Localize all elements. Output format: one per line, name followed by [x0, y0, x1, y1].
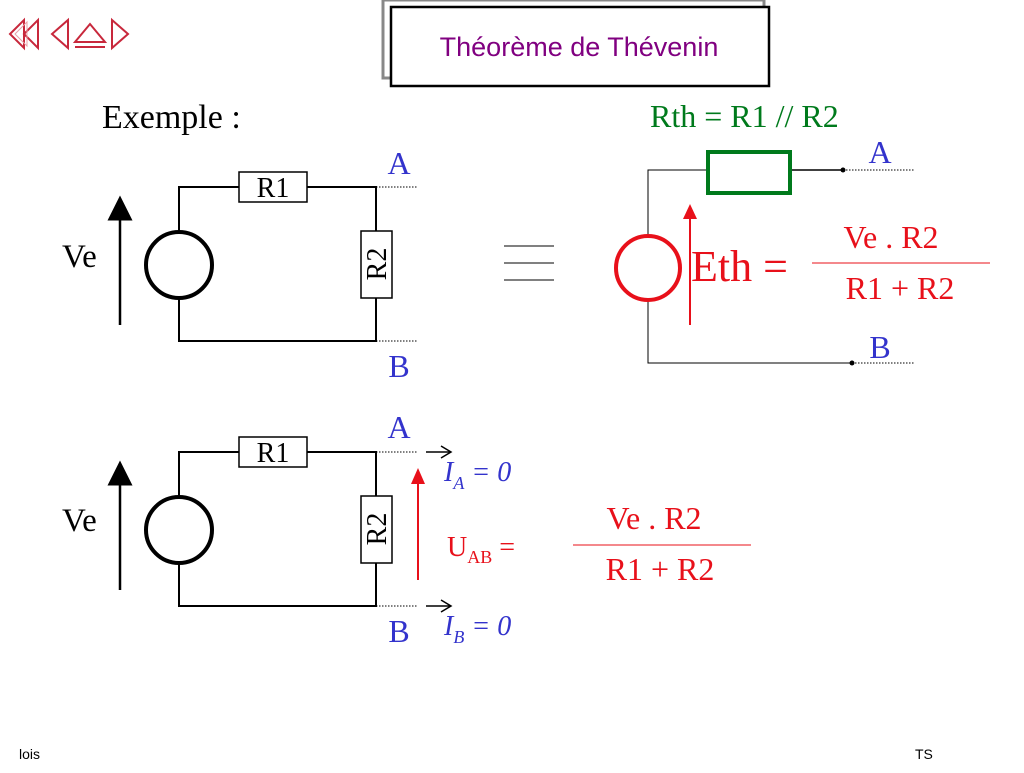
current-arrow-a: [426, 445, 453, 459]
ia-equation: IA = 0: [443, 457, 511, 493]
left-triangle-icon: [50, 17, 69, 51]
example-label: Exemple :: [102, 99, 241, 136]
terminal-a: A: [387, 145, 410, 181]
thevenin-source-icon: [614, 234, 682, 302]
r2-label: R2: [362, 248, 393, 281]
uab-lhs: UAB =: [447, 532, 515, 567]
resistor-r2: [360, 230, 393, 299]
r2-label-bottom: R2: [362, 513, 393, 546]
r1-label: R1: [257, 173, 290, 204]
title-box: Théorème de Thévenin: [381, 0, 771, 88]
eth-denominator: R1 + R2: [846, 270, 955, 306]
nav-up-button[interactable]: [72, 22, 108, 48]
resistor-rth: [706, 150, 792, 195]
voltage-source-icon: [144, 495, 214, 565]
ve-label: Ve: [62, 239, 97, 275]
uab-denominator: R1 + R2: [606, 551, 715, 587]
terminal-b-bottom: B: [388, 613, 409, 649]
terminal-a-bottom: A: [387, 409, 410, 445]
nav-prev-button[interactable]: [50, 17, 69, 51]
resistor-r1: [238, 171, 308, 203]
double-left-triangle-icon: [22, 17, 39, 51]
right-triangle-icon: [111, 17, 130, 51]
equivalence-symbol: [504, 245, 554, 281]
thevenin-circuit: Rth = R1 // R2 Eth = Ve . R2 R1 + R2 A B: [614, 98, 990, 366]
rth-equation: Rth = R1 // R2: [650, 98, 839, 134]
voltage-source-icon: [144, 230, 214, 300]
up-triangle-icon: [72, 22, 108, 43]
eth-lhs: Eth =: [691, 242, 788, 291]
thevenin-terminal-b: B: [869, 329, 890, 365]
terminal-b: B: [388, 348, 409, 384]
double-left-triangle-icon: [8, 17, 25, 51]
footer-right: TS: [915, 746, 933, 762]
resistor-r2-bottom: [360, 495, 393, 564]
resistor-r1-bottom: [238, 436, 308, 468]
thevenin-terminal-a: A: [868, 134, 891, 170]
r1-label-bottom: R1: [257, 438, 290, 469]
uab-numerator: Ve . R2: [606, 500, 701, 536]
footer-left: lois: [19, 746, 40, 762]
bottom-circuit: Ve R1 R2 A B IA = 0 IB = 0 UAB = Ve . R2: [62, 409, 751, 649]
eth-numerator: Ve . R2: [843, 219, 938, 255]
nav-next-button[interactable]: [111, 17, 130, 51]
current-arrow-b: [426, 599, 453, 613]
page-title: Théorème de Thévenin: [440, 32, 719, 62]
nav-first-button[interactable]: [8, 17, 39, 51]
top-circuit: Ve R1 R2 A B: [62, 145, 418, 384]
ib-equation: IB = 0: [443, 611, 511, 647]
nav-bar: [8, 17, 130, 51]
ve-label-bottom: Ve: [62, 503, 97, 539]
